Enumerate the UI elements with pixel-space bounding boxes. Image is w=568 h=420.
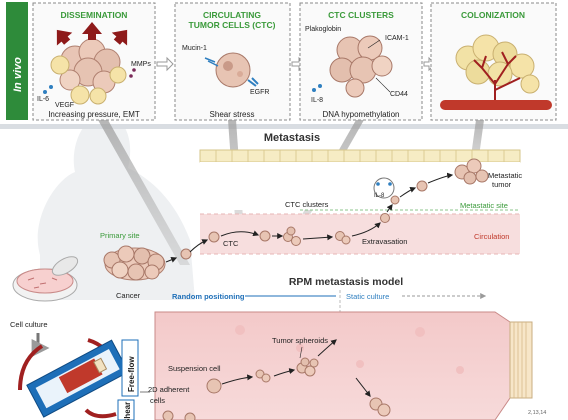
- vegf-label: VEGF: [55, 102, 74, 109]
- egfr-label: EGFR: [250, 89, 269, 96]
- blood-vessel-tree-icon: [473, 51, 521, 102]
- pressure-arrow-icon: [111, 29, 128, 46]
- panel-ctc: CIRCULATING TUMOR CELLS (CTC) Mucin-1 EG…: [174, 2, 291, 121]
- in-vivo-label: In vivo: [12, 57, 24, 92]
- adherent-label-2: cells: [150, 396, 165, 405]
- metastasis-arrows: [189, 172, 454, 253]
- petri-dish-icon: [12, 256, 79, 302]
- ctc-title-line1: CIRCULATING: [203, 10, 261, 20]
- panel-colonization: COLONIZATION: [430, 2, 557, 121]
- panel-dissemination: DISSEMINATION IL-6 VEGF MMPs Increasing …: [32, 2, 156, 121]
- cd44-label: CD44: [390, 91, 408, 98]
- in-vivo-sidebar: In vivo: [6, 2, 28, 120]
- ctc-cell-icon: [215, 52, 251, 88]
- il8-bubble-label: IL-8: [374, 193, 385, 199]
- icam-label: ICAM-1: [385, 35, 409, 42]
- extravasation-label: Extravasation: [362, 237, 407, 246]
- cell-culture-label: Cell culture: [10, 320, 48, 329]
- ctc-clusters-caption: DNA hypomethylation: [323, 110, 400, 119]
- ctc-clusters-title: CTC CLUSTERS: [328, 10, 394, 20]
- metastatic-tumor-label-1: Metastatic: [488, 171, 522, 180]
- dissemination-title: DISSEMINATION: [61, 10, 128, 20]
- cell-cluster-icon: [329, 35, 393, 98]
- tumor-spheroids-label: Tumor spheroids: [272, 336, 328, 345]
- ctc-title-line2: TUMOR CELLS (CTC): [189, 20, 276, 30]
- epithelium-layer: [199, 149, 521, 163]
- flask-spheroids: [162, 357, 391, 420]
- mucin-label: Mucin-1: [182, 45, 207, 52]
- rpm-title: RPM metastasis model: [289, 276, 403, 288]
- random-positioning-label: Random positioning: [172, 292, 245, 301]
- flow-arrow-icon: [156, 56, 174, 72]
- tumor-mass-icon: [50, 38, 127, 105]
- pressure-arrow-icon: [56, 29, 73, 46]
- metastasis-cells: [180, 158, 489, 260]
- il6-label: IL-6: [37, 96, 49, 103]
- adherent-label-1: 2D adherent: [148, 385, 190, 394]
- suspension-cell-label: Suspension cell: [168, 364, 221, 373]
- shear-tag: [117, 399, 135, 420]
- metastatic-site-label: Metastatic site: [460, 201, 508, 210]
- metastatic-tumor-label-2: tumor: [492, 180, 512, 189]
- dissemination-caption: Increasing pressure, EMT: [48, 110, 140, 119]
- refs-label: 2,13,14: [528, 410, 546, 416]
- ctc-clusters-path-label: CTC clusters: [285, 200, 329, 209]
- culture-flask-icon: [154, 311, 533, 420]
- ctc-caption: Shear stress: [210, 110, 255, 119]
- shear-label: Shear: [123, 402, 132, 420]
- static-culture-label: Static culture: [346, 292, 389, 301]
- mmps-label: MMPs: [131, 61, 151, 68]
- free-flow-label: Free-flow: [127, 356, 136, 392]
- metastasis-title: Metastasis: [264, 132, 320, 144]
- divider-band: [0, 124, 568, 129]
- pressure-arrow-icon: [82, 22, 102, 40]
- primary-tumor-icon: [103, 245, 166, 281]
- rpm-device-icon: [18, 338, 130, 419]
- primary-site-label: Primary site: [100, 231, 140, 240]
- circulation-label: Circulation: [474, 232, 509, 241]
- projection-beam: [98, 120, 190, 265]
- colonization-title: COLONIZATION: [461, 10, 525, 20]
- cancer-label: Cancer: [116, 291, 141, 300]
- ctc-path-label: CTC: [223, 239, 239, 248]
- il8-label: IL-8: [311, 97, 323, 104]
- panel-ctc-clusters: CTC CLUSTERS Plakoglobin ICAM-1 IL-8 CD4…: [299, 2, 423, 121]
- free-flow-tag: [121, 339, 139, 397]
- plakoglobin-label: Plakoglobin: [305, 26, 341, 33]
- flask-arrows: [221, 339, 371, 397]
